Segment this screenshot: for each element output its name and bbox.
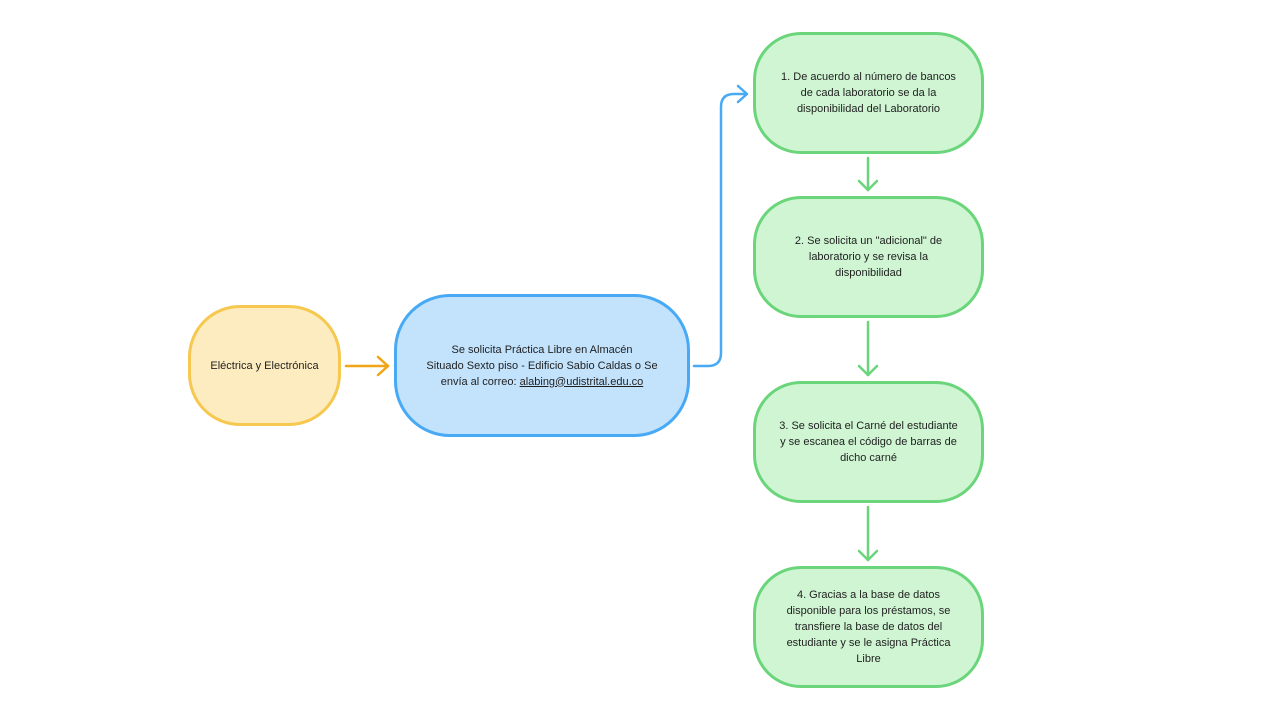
arrow-step-1-to-step-2 bbox=[857, 156, 879, 192]
node-step-4: 4. Gracias a la base de datos disponible… bbox=[753, 566, 984, 688]
arrow-request-to-step-1 bbox=[692, 84, 749, 368]
step-2-line-1: 2. Se solicita un "adicional" de bbox=[794, 235, 943, 247]
node-step-3: 3. Se solicita el Carné del estudiante y… bbox=[753, 381, 984, 503]
step-2-line-2: laboratorio y se revisa la bbox=[808, 251, 929, 263]
arrow-step-2-to-step-3 bbox=[857, 320, 879, 377]
node-source-label: Eléctrica y Electrónica bbox=[210, 359, 319, 372]
request-line-3: envía al correo: alabing@udistrital.edu.… bbox=[426, 374, 657, 390]
node-electrica-electronica: Eléctrica y Electrónica bbox=[188, 305, 341, 426]
step-4-line-1: 4. Gracias a la base de datos bbox=[796, 589, 941, 601]
request-line-3-prefix: envía al correo: bbox=[440, 375, 520, 388]
step-4-line-5: Libre bbox=[856, 653, 881, 665]
step-4-line-2: disponible para los préstamos, se bbox=[786, 605, 951, 617]
step-3-line-1: 3. Se solicita el Carné del estudiante bbox=[779, 420, 958, 432]
step-2-line-3: disponibilidad bbox=[835, 267, 902, 279]
node-step-2: 2. Se solicita un "adicional" de laborat… bbox=[753, 196, 984, 318]
request-line-1: Se solicita Práctica Libre en Almacén bbox=[451, 343, 633, 356]
step-3-line-3: dicho carné bbox=[840, 452, 897, 464]
email-link[interactable]: alabing@udistrital.edu.co bbox=[519, 375, 644, 388]
step-1-line-3: disponibilidad del Laboratorio bbox=[796, 103, 941, 115]
step-1-line-2: de cada laboratorio se da la bbox=[800, 87, 937, 99]
step-1-line-1: 1. De acuerdo al número de bancos bbox=[781, 71, 956, 83]
step-4-line-4: estudiante y se le asigna Práctica bbox=[786, 637, 951, 649]
step-3-line-2: y se escanea el código de barras de bbox=[780, 436, 957, 448]
step-4-line-3: transfiere la base de datos del bbox=[794, 621, 943, 633]
request-line-2: Situado Sexto piso - Edificio Sabio Cald… bbox=[426, 359, 658, 372]
node-step-1: 1. De acuerdo al número de bancos de cad… bbox=[753, 32, 984, 154]
arrow-source-to-request bbox=[344, 355, 390, 377]
arrow-step-3-to-step-4 bbox=[857, 505, 879, 562]
node-solicitud-practica: Se solicita Práctica Libre en Almacén Si… bbox=[394, 294, 690, 437]
